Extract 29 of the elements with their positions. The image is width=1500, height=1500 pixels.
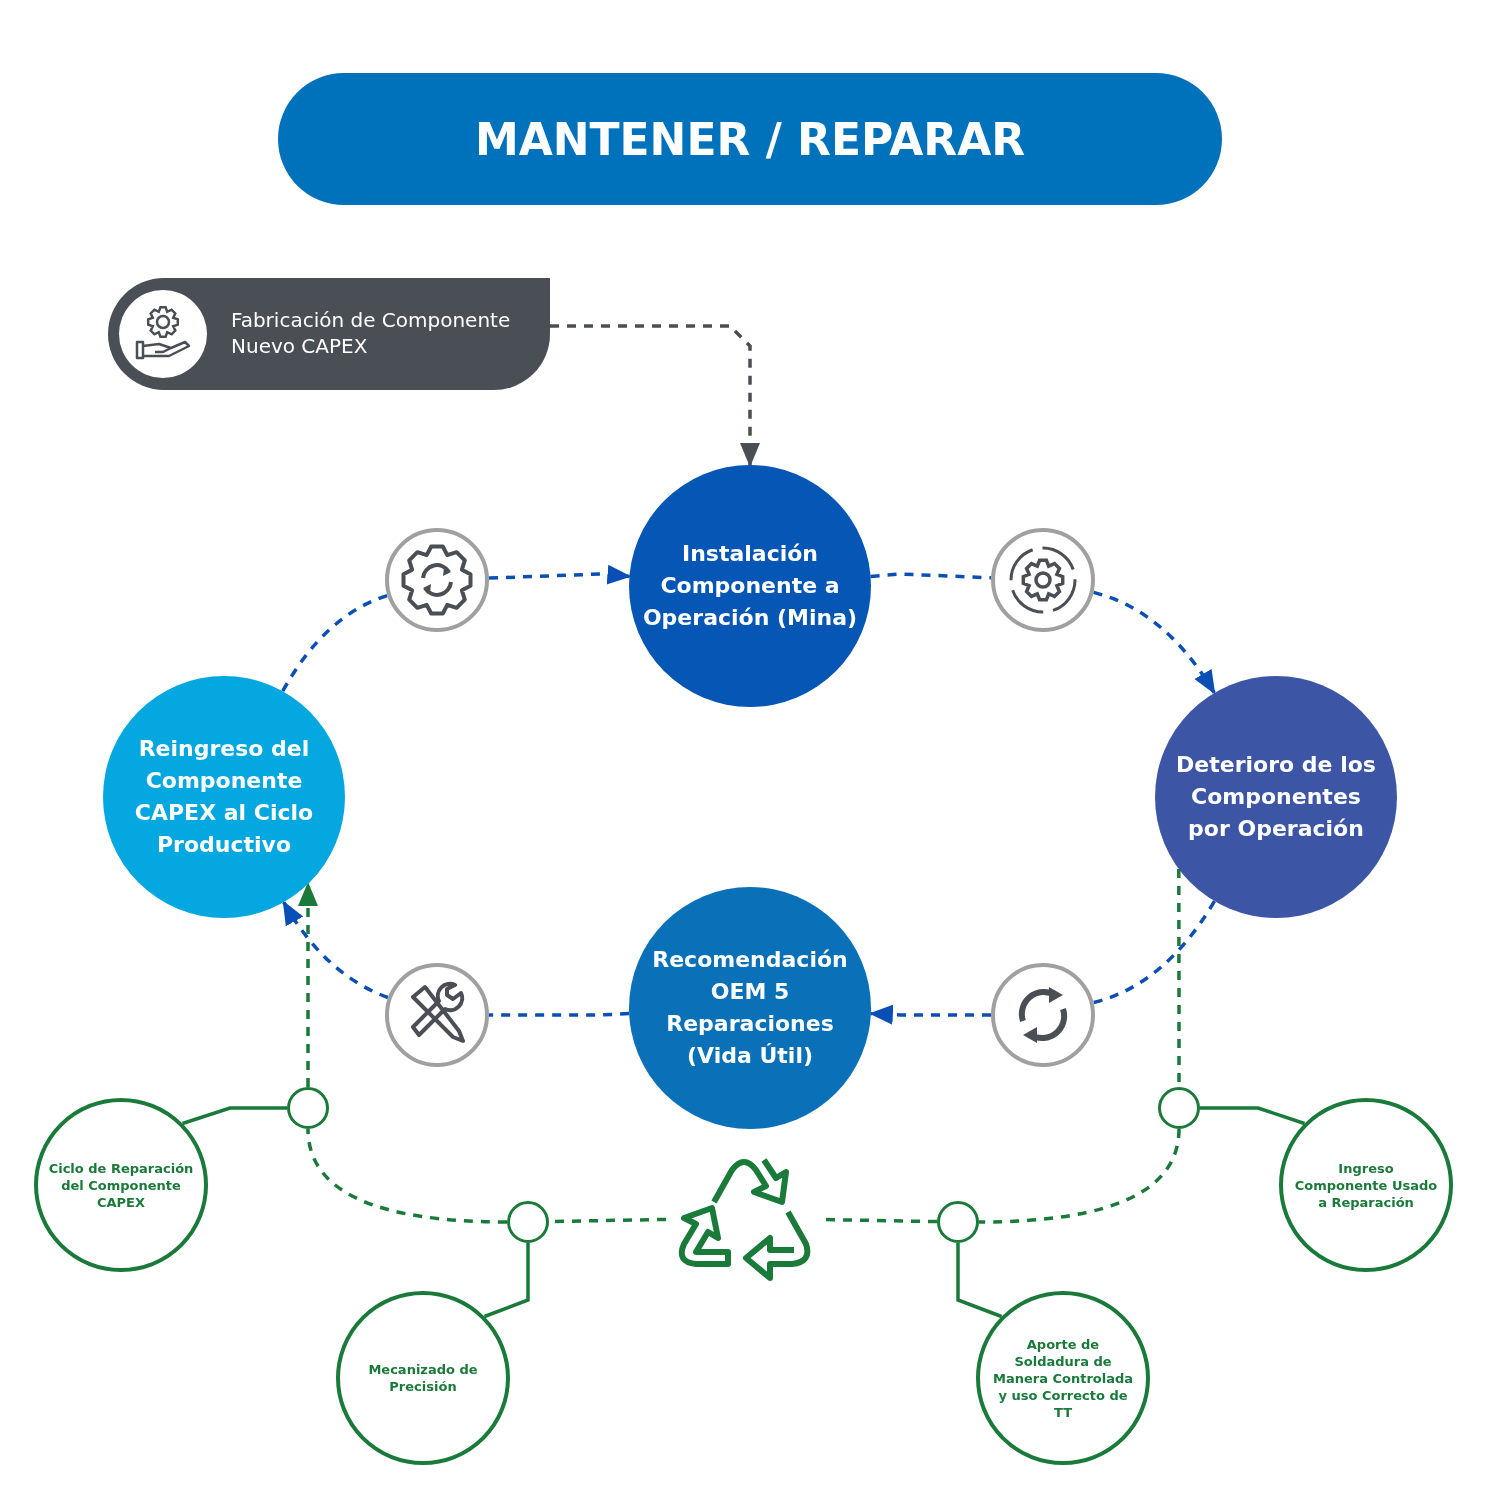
connector-line (1093, 900, 1216, 1005)
step-circle: Mecanizado de Precisión (336, 1291, 510, 1465)
connector-line (281, 593, 388, 693)
leader-line (181, 1106, 287, 1126)
connector-line (870, 572, 992, 580)
arrow (298, 882, 318, 1087)
connector-line (306, 1128, 508, 1224)
box-label: Fabricación de Componente Nuevo CAPEX (231, 307, 512, 359)
junction-circle (287, 1087, 329, 1129)
arrow (550, 324, 760, 467)
step-circle: Ciclo de Reparación del Componente CAPEX (34, 1098, 208, 1272)
connector-line (489, 1011, 630, 1017)
junction-circle (937, 1201, 979, 1243)
leader-line (1200, 1106, 1306, 1126)
leader-line (483, 1243, 530, 1319)
process-circle: Instalación Componente a Operación (Mina) (629, 465, 871, 707)
step-circle: Ingreso Componente Usado a Reparación (1279, 1098, 1453, 1272)
title-banner: MANTENER / REPARAR (278, 73, 1222, 205)
process-circle: Recomendación OEM 5 Reparaciones (Vida Útil) (629, 887, 871, 1129)
junction-circle (507, 1201, 549, 1243)
arrow (282, 900, 389, 1000)
arrow (1093, 590, 1216, 695)
junction-circle (1158, 1087, 1200, 1129)
leader-line (956, 1243, 1003, 1319)
step-circle: Aporte de Soldadura de Manera Controlada y uso Correcto de TT (976, 1291, 1150, 1465)
arrow (488, 564, 632, 585)
process-circle: Reingreso del Componente CAPEX al Ciclo Productivo (103, 676, 345, 918)
process-circle: Deterioro de los Componentes por Operación (1155, 676, 1397, 918)
connector-line (978, 1128, 1181, 1224)
